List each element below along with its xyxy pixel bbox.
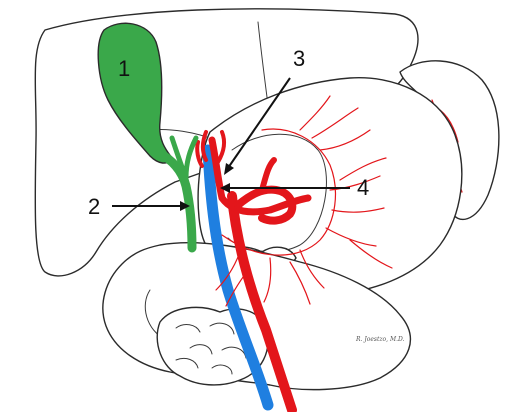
label-1: 1 — [118, 56, 130, 81]
portal-vein — [202, 144, 274, 411]
label-4: 4 — [357, 175, 369, 200]
label-3: 3 — [293, 46, 305, 71]
pointer-2-arrowhead — [180, 201, 190, 211]
pointer-3 — [227, 77, 291, 169]
splenic-artery — [234, 185, 297, 225]
stomach — [197, 77, 463, 297]
hepatic-ducts — [169, 135, 199, 181]
pointer-3-arrowhead — [224, 163, 234, 175]
gastric-arcade — [215, 95, 393, 307]
pointer-4-arrowhead — [220, 183, 230, 193]
celiac-branches — [195, 130, 227, 168]
artist-signature: R. Joestzo, M.D. — [355, 336, 405, 343]
common-bile-duct — [153, 147, 197, 253]
label-2: 2 — [88, 194, 100, 219]
pylorus-arc — [227, 133, 327, 253]
aorta — [227, 191, 297, 412]
left-gastric-artery — [259, 157, 277, 193]
